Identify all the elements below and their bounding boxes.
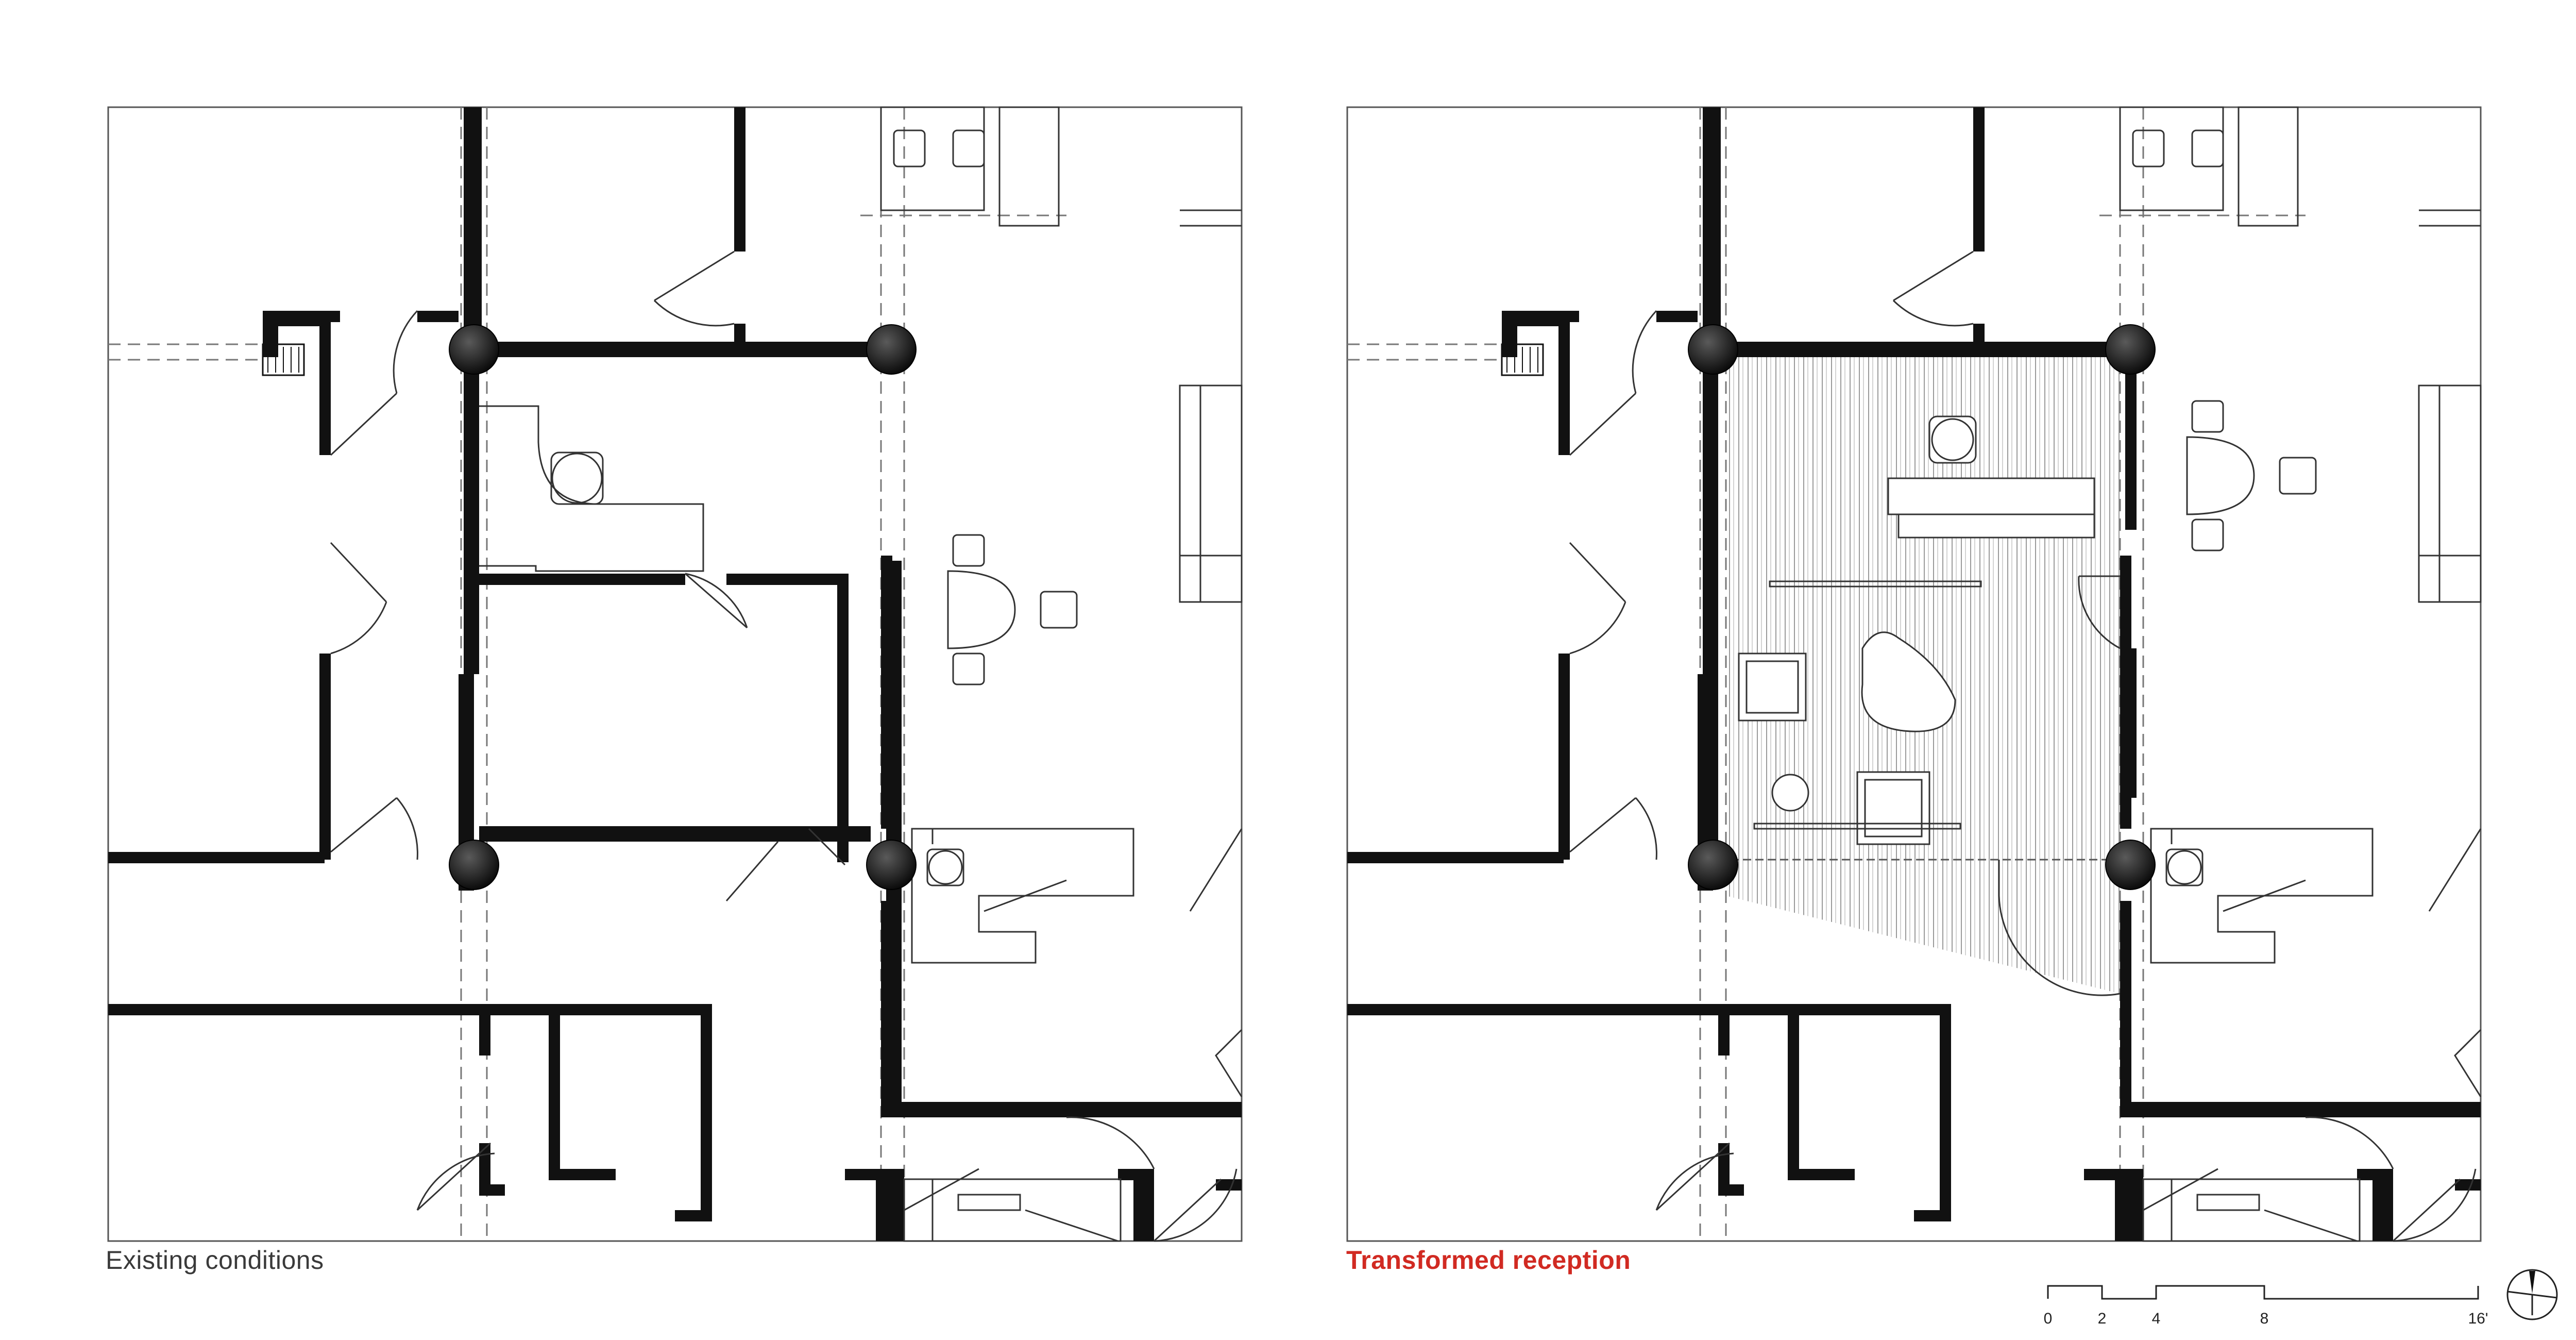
existing-plan xyxy=(107,106,1243,1242)
transformed-reception-caption: Transformed reception xyxy=(1346,1246,1631,1275)
transformed-plan xyxy=(1346,106,2482,1242)
scale-tick-0: 0 xyxy=(2044,1310,2053,1327)
scale-tick-2: 2 xyxy=(2098,1310,2107,1327)
north-arrow-icon xyxy=(2506,1269,2558,1320)
scale-tick-16: 16' xyxy=(2468,1310,2488,1327)
existing-conditions-caption: Existing conditions xyxy=(106,1246,324,1275)
scale-bar xyxy=(2047,1285,2479,1300)
scale-tick-4: 4 xyxy=(2152,1310,2161,1327)
scale-bar-labels: 0 2 4 8 16' xyxy=(2044,1310,2488,1327)
scale-tick-8: 8 xyxy=(2260,1310,2269,1327)
